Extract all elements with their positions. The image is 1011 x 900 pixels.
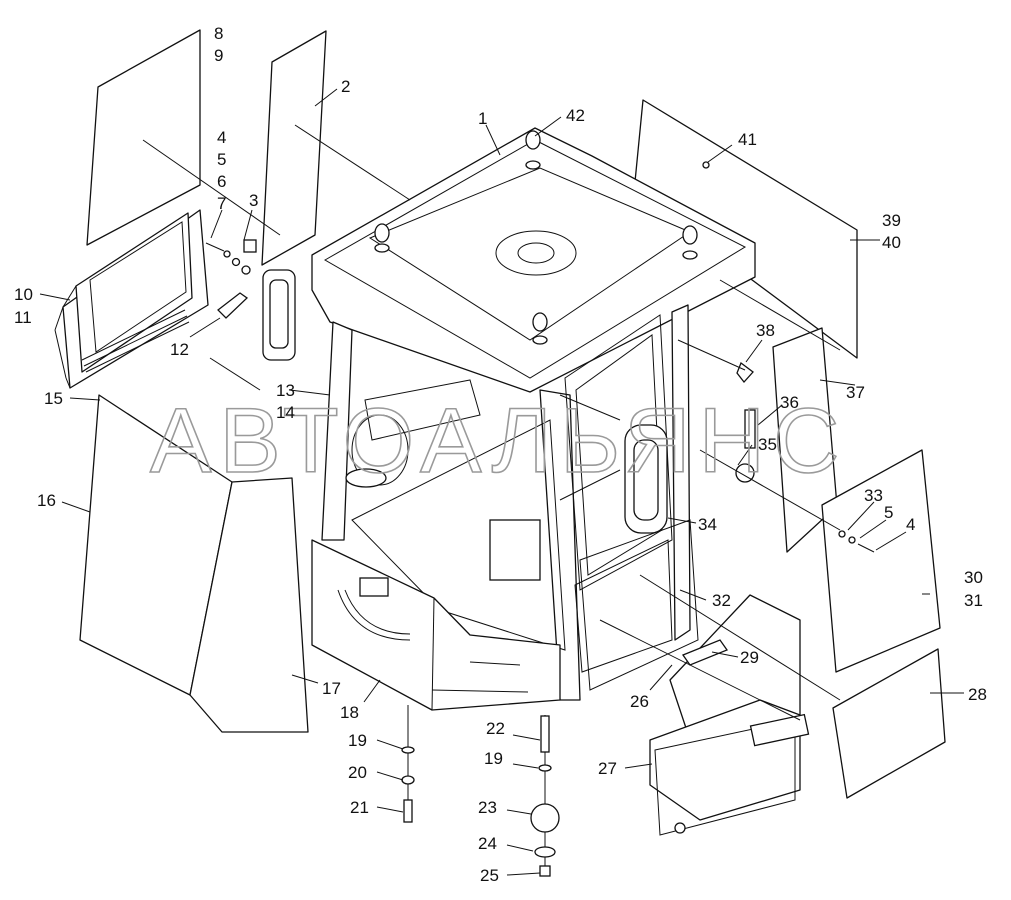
label-27: 27	[598, 759, 617, 778]
label-11: 11	[14, 308, 32, 327]
right-lower-glass-28	[832, 648, 946, 799]
label-12: 12	[170, 340, 189, 359]
tray-vent-slots	[81, 309, 190, 373]
right-side-small-parts	[702, 161, 875, 553]
label-19b: 19	[484, 749, 503, 768]
label-1: 1	[478, 109, 487, 128]
callout-labels: 8 9 2 1 42 41 4 5 6 7 3 39 40 10 11 12 3…	[14, 24, 987, 885]
label-41: 41	[738, 130, 757, 149]
label-9: 9	[214, 46, 223, 65]
roof-side-glass-2	[261, 30, 327, 266]
label-42: 42	[566, 106, 585, 125]
label-28: 28	[968, 685, 987, 704]
mounting-hardware	[401, 705, 560, 877]
label-13: 13	[276, 381, 295, 400]
right-upper-glass-39-40	[633, 99, 858, 359]
label-24: 24	[478, 834, 497, 853]
label-33: 33	[864, 486, 883, 505]
label-36: 36	[780, 393, 799, 412]
label-4: 4	[217, 128, 226, 147]
label-23: 23	[478, 798, 497, 817]
label-15: 15	[44, 389, 63, 408]
label-37: 37	[846, 383, 865, 402]
label-6: 6	[217, 172, 226, 191]
glass-panels	[79, 29, 946, 799]
mirror-bracket-hardware	[205, 239, 296, 361]
label-3: 3	[249, 191, 258, 210]
door-lower-glass-17	[189, 477, 309, 733]
rear-tray-10-11	[54, 209, 209, 389]
label-5: 5	[217, 150, 226, 169]
label-26: 26	[630, 692, 649, 711]
label-30: 30	[964, 568, 983, 587]
watermark: АВТОАЛЬЯНС	[150, 390, 848, 492]
label-21: 21	[350, 798, 369, 817]
label-35: 35	[758, 435, 777, 454]
label-4b: 4	[906, 515, 915, 534]
label-18: 18	[340, 703, 359, 722]
cab-frame-1	[311, 127, 756, 711]
label-32: 32	[712, 591, 731, 610]
label-38: 38	[756, 321, 775, 340]
leader-lines	[39, 88, 964, 876]
label-34: 34	[698, 515, 717, 534]
label-5b: 5	[884, 503, 893, 522]
label-17: 17	[322, 679, 341, 698]
label-39: 39	[882, 211, 901, 230]
label-16: 16	[37, 491, 56, 510]
label-25: 25	[480, 866, 499, 885]
label-8: 8	[214, 24, 223, 43]
floor-mat-27	[649, 594, 810, 836]
rear-upper-glass-8-9	[86, 29, 201, 246]
right-side-glass-30-31	[821, 449, 941, 673]
label-14: 14	[276, 403, 295, 422]
label-40: 40	[882, 233, 901, 252]
label-2: 2	[341, 77, 350, 96]
label-7: 7	[217, 194, 226, 213]
label-10: 10	[14, 285, 33, 304]
label-20: 20	[348, 763, 367, 782]
label-29: 29	[740, 648, 759, 667]
label-19a: 19	[348, 731, 367, 750]
label-31: 31	[964, 591, 983, 610]
label-22: 22	[486, 719, 505, 738]
